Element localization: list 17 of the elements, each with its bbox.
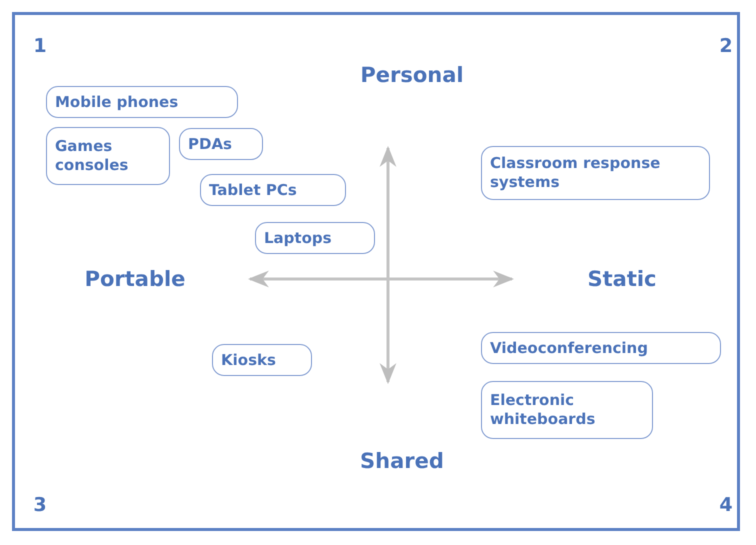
device-label: Games consoles: [46, 127, 170, 185]
quadrant-number: 3: [33, 494, 47, 516]
device-label: Electronic whiteboards: [481, 381, 653, 439]
axis-label: Static: [587, 267, 657, 291]
device-label: Kiosks: [212, 344, 312, 376]
quadrant-number: 4: [719, 494, 733, 516]
axis-label: Personal: [360, 63, 464, 87]
quadrant-number: 2: [719, 35, 733, 57]
axis-label: Portable: [84, 267, 186, 291]
quadrant-number: 1: [33, 35, 47, 57]
device-label: Laptops: [255, 222, 375, 254]
device-label: Videoconferencing: [481, 332, 721, 364]
device-label: Mobile phones: [46, 86, 238, 118]
axis-label: Shared: [360, 449, 444, 473]
device-label: PDAs: [179, 128, 263, 160]
device-label: Tablet PCs: [200, 174, 346, 206]
device-label: Classroom response systems: [481, 146, 710, 200]
